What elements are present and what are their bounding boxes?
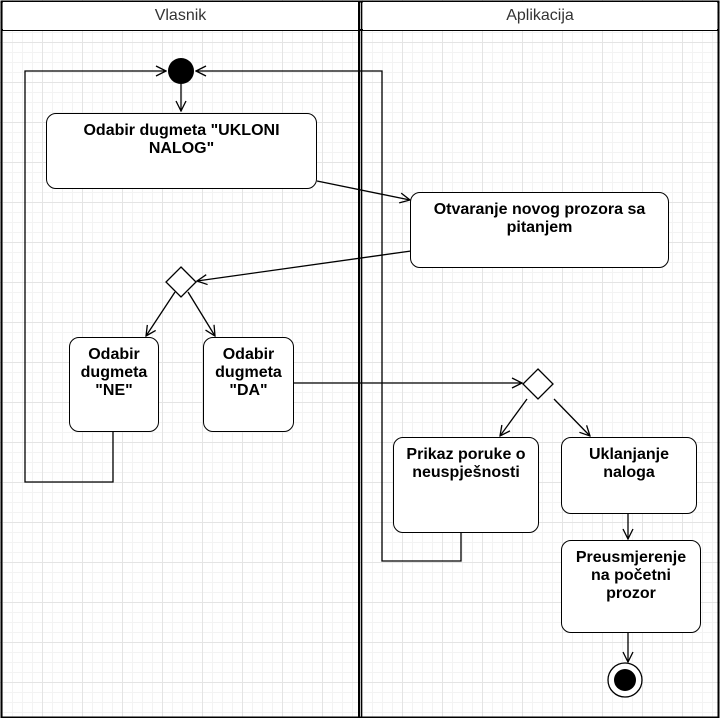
lane-header-owner: Vlasnik — [3, 2, 358, 30]
activity-select-yes[interactable]: Odabir dugmeta "DA" — [203, 337, 294, 432]
final-node — [607, 662, 643, 698]
control-flows — [24, 71, 628, 662]
activity-select-no[interactable]: Odabir dugmeta "NE" — [69, 337, 159, 432]
activity-label: Odabir dugmeta "DA" — [215, 346, 282, 399]
activity-redirect-home[interactable]: Preusmjerenje na početni prozor — [561, 540, 701, 633]
activity-label: Odabir dugmeta "NE" — [80, 346, 148, 399]
decision-node-result — [522, 368, 554, 400]
activity-label: Otvaranje novog prozora sa pitanjem — [433, 201, 646, 236]
initial-node — [168, 58, 194, 84]
flow-no-loop-to-start — [24, 71, 166, 483]
activity-open-question-window[interactable]: Otvaranje novog prozora sa pitanjem — [410, 192, 669, 268]
flow-decision-to-failure — [500, 398, 528, 436]
activity-label: Prikaz poruke o neuspješnosti — [406, 446, 526, 481]
activity-remove-account[interactable]: Uklanjanje naloga — [561, 437, 697, 514]
flow-decision-to-yes — [187, 291, 215, 336]
activity-label: Preusmjerenje na početni prozor — [575, 549, 687, 602]
activity-select-remove-account[interactable]: Odabir dugmeta "UKLONI NALOG" — [46, 113, 317, 189]
flow-open-window-to-decision — [197, 250, 412, 281]
activity-label: Odabir dugmeta "UKLONI NALOG" — [83, 122, 280, 157]
activity-show-failure-message[interactable]: Prikaz poruke o neuspješnosti — [393, 437, 539, 533]
flow-decision-to-remove — [553, 398, 590, 436]
lane-header-app: Aplikacija — [363, 2, 717, 30]
decision-node-confirm — [165, 266, 197, 298]
flow-select-remove-to-open-window — [316, 180, 410, 200]
activity-label: Uklanjanje naloga — [588, 446, 670, 481]
flow-failure-loop-to-start — [196, 71, 462, 562]
flow-decision-to-no — [146, 291, 176, 336]
